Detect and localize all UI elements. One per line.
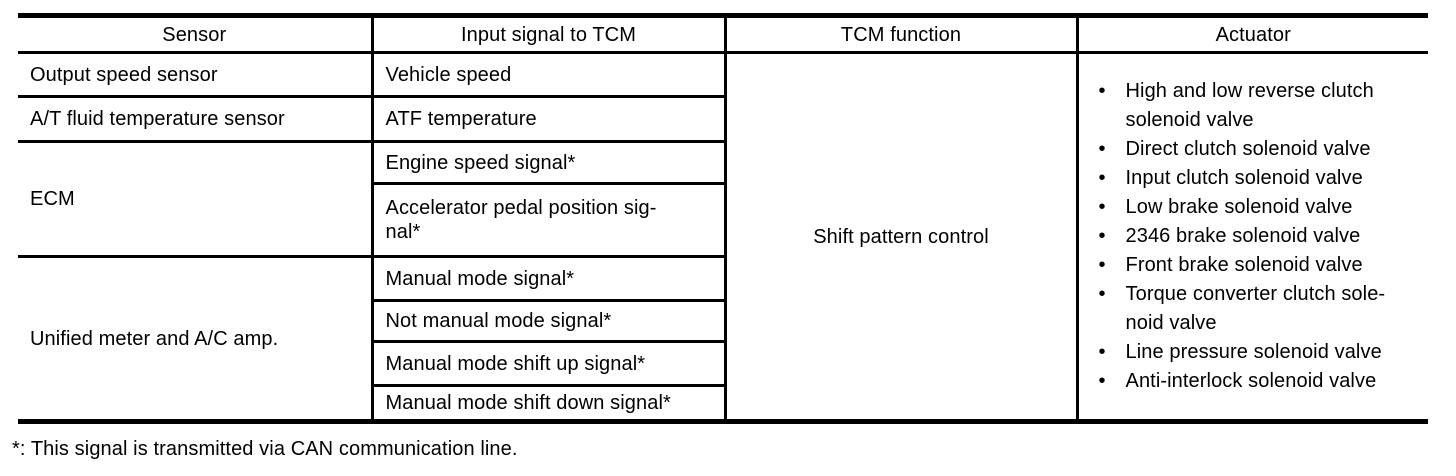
table-header-row: Sensor Input signal to TCM TCM function …	[18, 14, 1428, 54]
actuator-list-item: Front brake solenoid valve	[1079, 251, 1429, 280]
cell-actuator: High and low reverse clutch solenoid val…	[1075, 51, 1429, 423]
actuator-list-item: Line pressure solenoid valve	[1079, 338, 1429, 367]
header-sensor: Sensor	[18, 14, 374, 54]
actuator-list-item: 2346 brake solenoid valve	[1079, 222, 1429, 251]
header-tcm-function: TCM function	[723, 14, 1079, 54]
cell-tcm-function: Shift pattern control	[723, 51, 1079, 423]
table-row: A/T fluid temperature sensor ATF tempera…	[18, 95, 1428, 143]
cell-signal-accelerator-pedal: Accelerator pedal position sig- nal*	[370, 182, 727, 258]
table-row: Accelerator pedal position sig- nal*	[18, 182, 1428, 258]
header-actuator: Actuator	[1075, 14, 1428, 54]
footnote: *: This signal is transmitted via CAN co…	[12, 438, 518, 460]
tcm-input-output-table: Sensor Input signal to TCM TCM function …	[18, 13, 1428, 424]
actuator-list-item: Torque converter clutch sole- noid valve	[1079, 280, 1429, 338]
table-row: Unified meter and A/C amp. Manual mode s…	[18, 255, 1428, 423]
table-row: Manual mode shift up signal*	[18, 340, 1428, 387]
actuator-list-item: Low brake solenoid valve	[1079, 193, 1429, 222]
cell-signal-atf-temperature: ATF temperature	[370, 95, 727, 143]
cell-signal-vehicle-speed: Vehicle speed	[370, 51, 727, 98]
header-input-signal: Input signal to TCM	[370, 14, 727, 54]
actuator-list-item: Anti-interlock solenoid valve	[1079, 367, 1429, 396]
cell-signal-not-manual-mode: Not manual mode signal*	[370, 299, 727, 343]
actuator-list-item: Input clutch solenoid valve	[1079, 164, 1429, 193]
actuator-list-item: High and low reverse clutch solenoid val…	[1079, 77, 1429, 135]
table-row: Not manual mode signal*	[18, 299, 1428, 343]
cell-signal-manual-shift-down: Manual mode shift down signal*	[370, 384, 727, 423]
table-row: Manual mode shift down signal*	[18, 384, 1428, 423]
cell-sensor-fluid-temp: A/T fluid temperature sensor	[18, 95, 374, 143]
cell-sensor-unified-meter: Unified meter and A/C amp.	[18, 255, 374, 423]
cell-signal-engine-speed: Engine speed signal*	[370, 140, 727, 185]
table-row: Output speed sensor Vehicle speed Shift …	[18, 51, 1428, 423]
cell-signal-manual-mode: Manual mode signal*	[370, 255, 727, 302]
actuator-list: High and low reverse clutch solenoid val…	[1079, 77, 1429, 396]
cell-signal-manual-shift-up: Manual mode shift up signal*	[370, 340, 727, 387]
actuator-list-item: Direct clutch solenoid valve	[1079, 135, 1429, 164]
cell-sensor-ecm: ECM	[18, 140, 374, 258]
table-row: ECM Engine speed signal*	[18, 140, 1428, 258]
cell-sensor-output-speed: Output speed sensor	[18, 51, 374, 98]
